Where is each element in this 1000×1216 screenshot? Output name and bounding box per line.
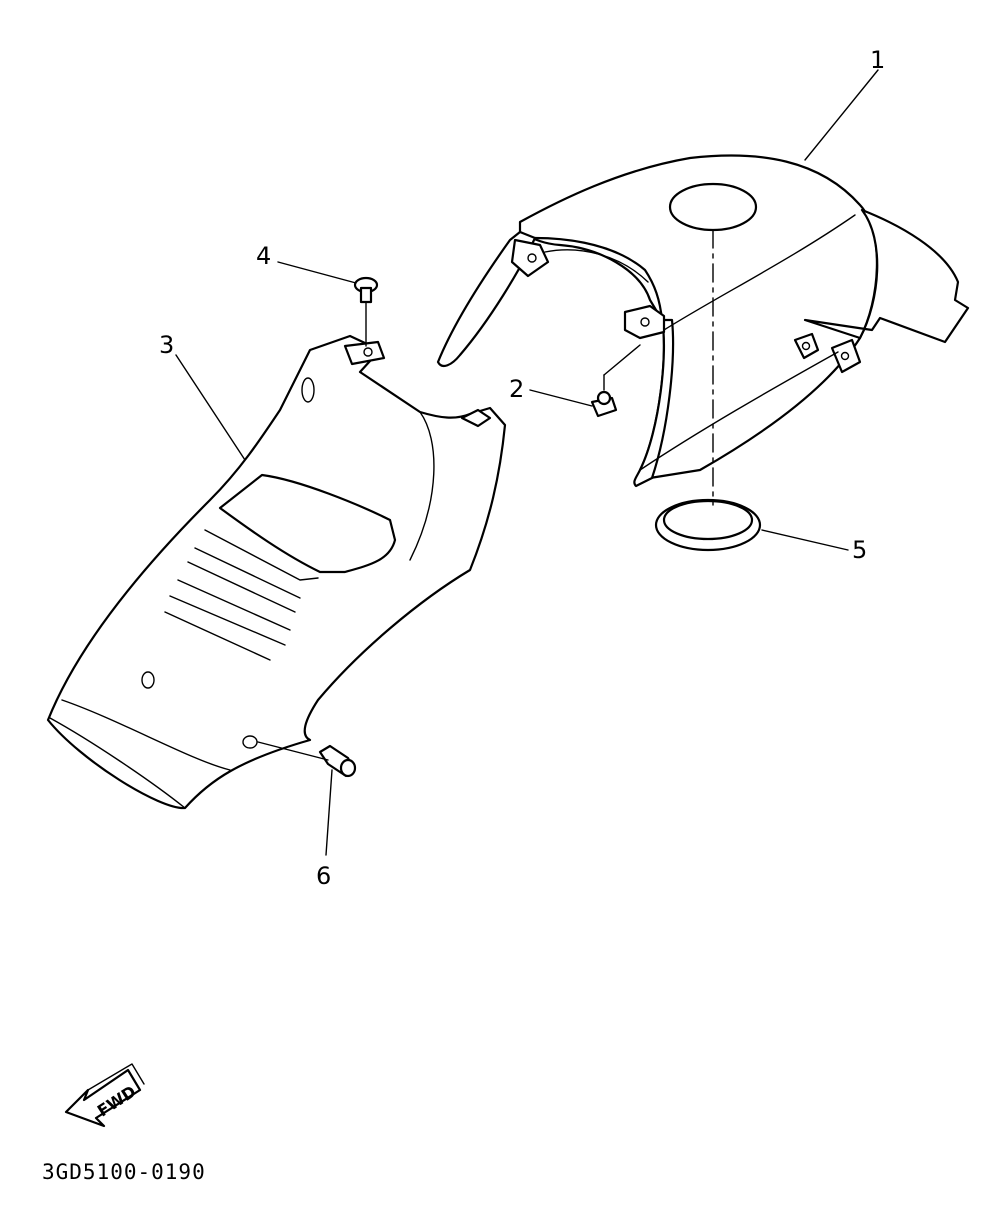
- callout-3: 3: [159, 331, 175, 359]
- part-2-nut: [590, 390, 618, 418]
- part-code: 3GD5100-0190: [42, 1160, 206, 1184]
- callout-5: 5: [852, 536, 868, 564]
- part-4-screw: [353, 276, 379, 304]
- callout-1: 1: [870, 46, 886, 74]
- callout-6: 6: [316, 862, 332, 890]
- part-1-tank-cover: [436, 154, 970, 488]
- part-6-bolt: [318, 744, 357, 778]
- leader-lines: [175, 69, 879, 856]
- fwd-arrow-icon: FWD: [64, 1063, 145, 1128]
- callout-2: 2: [509, 375, 525, 403]
- callout-4: 4: [256, 242, 272, 270]
- part-5-ring: [654, 498, 762, 552]
- part-3-side-cover: [46, 334, 507, 810]
